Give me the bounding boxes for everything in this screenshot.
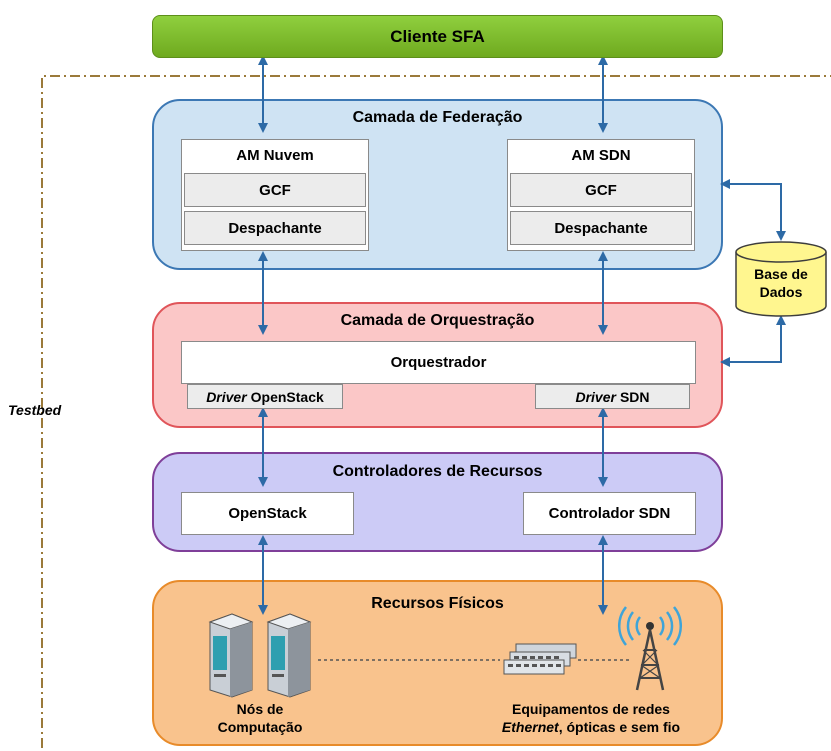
- driver-sdn-label: SDN: [619, 388, 650, 405]
- client-sfa-box: Cliente SFA: [152, 15, 723, 58]
- driver-sdn-box: Driver SDN: [535, 384, 690, 409]
- am-sdn-dispatcher: Despachante: [510, 211, 692, 245]
- am-cloud-dispatcher: Despachante: [184, 211, 366, 245]
- compute-nodes-line1: Nós de: [236, 701, 284, 717]
- testbed-label: Testbed: [8, 402, 62, 418]
- compute-nodes-label: Nós de Computação: [190, 700, 330, 736]
- orchestration-layer-title: Camada de Orquestração: [340, 312, 535, 329]
- physical-resources-title: Recursos Físicos: [371, 595, 504, 612]
- database-label: Base de Dados: [736, 265, 826, 301]
- server-icon: [208, 613, 254, 698]
- database-cylinder: [735, 241, 827, 317]
- database-label-line1: Base de: [754, 266, 808, 282]
- am-cloud-title: AM Nuvem: [236, 147, 314, 164]
- database-label-line2: Dados: [759, 284, 803, 300]
- driver-openstack-box: Driver OpenStack: [187, 384, 343, 409]
- arrow-db-orchestration: [720, 315, 786, 367]
- network-ethernet-italic: Ethernet: [501, 719, 559, 735]
- am-sdn-title: AM SDN: [571, 147, 631, 164]
- arrow-db-federation: [720, 179, 786, 241]
- controllers-layer-title: Controladores de Recursos: [332, 463, 543, 480]
- antenna-tower-icon: [617, 606, 683, 691]
- network-equipment-line1: Equipamentos de redes: [512, 701, 670, 717]
- network-equipment-label: Equipamentos de redes Ethernet, ópticas …: [476, 700, 706, 736]
- network-equipment-line2: Ethernet, ópticas e sem fio: [476, 718, 706, 736]
- testbed-boundary: [41, 75, 831, 748]
- compute-nodes-line2: Computação: [217, 719, 303, 735]
- driver-openstack-italic: Driver: [206, 388, 247, 405]
- client-sfa-label: Cliente SFA: [390, 26, 485, 46]
- driver-sdn-italic: Driver: [575, 388, 616, 405]
- am-sdn-gcf: GCF: [510, 173, 692, 207]
- driver-openstack-label: OpenStack: [250, 388, 324, 405]
- openstack-controller-box: OpenStack: [181, 492, 354, 535]
- network-equipment-rest: , ópticas e sem fio: [558, 719, 681, 735]
- orchestrator-box: Orquestrador: [181, 341, 696, 384]
- physical-resources-layer: Recursos Físicos: [152, 580, 723, 746]
- server-icon: [266, 613, 312, 698]
- federation-layer-title: Camada de Federação: [352, 109, 523, 126]
- switch-icon: [503, 643, 577, 675]
- sdn-controller-box: Controlador SDN: [523, 492, 696, 535]
- am-cloud-gcf: GCF: [184, 173, 366, 207]
